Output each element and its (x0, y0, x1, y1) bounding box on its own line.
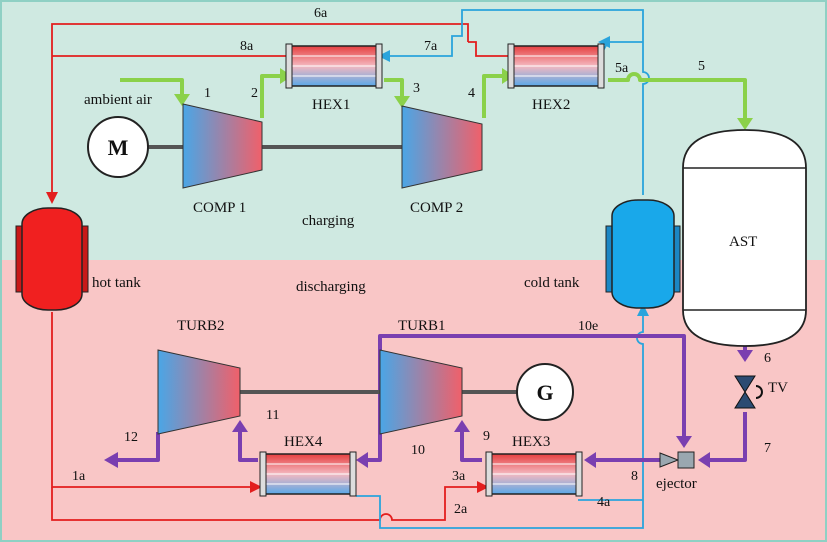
hot-tank-label: hot tank (92, 275, 141, 291)
shafts (148, 145, 518, 394)
state-1: 1 (204, 86, 211, 101)
motor: M (87, 116, 149, 178)
hot-tank (15, 207, 89, 311)
arrow-cold-hex1 (378, 50, 390, 62)
hex1-label: HEX1 (312, 97, 350, 113)
discharging-air-arrows (104, 350, 753, 468)
hex1 (285, 43, 383, 89)
state-7a: 7a (424, 39, 438, 54)
state-2a: 2a (454, 502, 468, 517)
state-12: 12 (124, 430, 138, 445)
ast-vessel (682, 129, 807, 347)
discharging-label: discharging (296, 279, 366, 295)
hex4 (259, 451, 357, 497)
state-1a: 1a (72, 469, 86, 484)
state-2: 2 (251, 86, 258, 101)
state-4: 4 (468, 86, 475, 101)
ejector-label: ejector (656, 476, 697, 492)
turbine-2 (157, 349, 241, 435)
state-8a: 8a (240, 39, 254, 54)
turbine-1 (379, 349, 463, 435)
arrow-cold-tank-in (637, 304, 649, 316)
charging-air-lines (120, 72, 747, 120)
state-10e: 10e (578, 319, 598, 334)
state-6: 6 (764, 351, 771, 366)
hex3-label: HEX3 (512, 434, 550, 450)
state-9: 9 (483, 429, 490, 444)
comp2-label: COMP 2 (410, 200, 463, 216)
ejector (659, 451, 695, 469)
arrow-cold-hex2 (598, 36, 610, 48)
compressor-1 (182, 103, 263, 189)
state-4a: 4a (597, 495, 611, 510)
ast-label: AST (729, 234, 757, 250)
state-8: 8 (631, 469, 638, 484)
state-11: 11 (266, 408, 279, 423)
hex2-label: HEX2 (532, 97, 570, 113)
component-labels: ambient air COMP 1 COMP 2 HEX1 HEX2 char… (84, 92, 788, 492)
charging-label: charging (302, 213, 355, 229)
cold-tank-label: cold tank (524, 275, 580, 291)
state-point-labels: 1 2 3 4 5 5a 6a 7a 8a 6 7 8 9 10 10e 11 … (72, 6, 771, 517)
state-10: 10 (411, 443, 425, 458)
state-7: 7 (764, 441, 771, 456)
state-3a: 3a (452, 469, 466, 484)
hex3 (485, 451, 583, 497)
turb1-label: TURB1 (398, 318, 446, 334)
ambient-air-label: ambient air (84, 92, 152, 108)
generator-label: G (536, 380, 553, 405)
turb2-label: TURB2 (177, 318, 225, 334)
compressor-2 (401, 105, 483, 189)
cold-tank (605, 199, 681, 309)
state-5: 5 (698, 59, 705, 74)
tv-label: TV (768, 380, 788, 396)
hex2 (507, 43, 605, 89)
comp1-label: COMP 1 (193, 200, 246, 216)
state-3: 3 (413, 81, 420, 96)
state-5a: 5a (615, 61, 629, 76)
motor-label: M (108, 135, 129, 160)
arrow-hot-hex3 (477, 481, 489, 493)
arrow-hot-down (46, 192, 58, 204)
generator: G (516, 363, 574, 421)
throttle-valve (734, 375, 763, 409)
hex4-label: HEX4 (284, 434, 323, 450)
state-6a: 6a (314, 6, 328, 21)
arrow-hot-hex4 (250, 481, 262, 493)
